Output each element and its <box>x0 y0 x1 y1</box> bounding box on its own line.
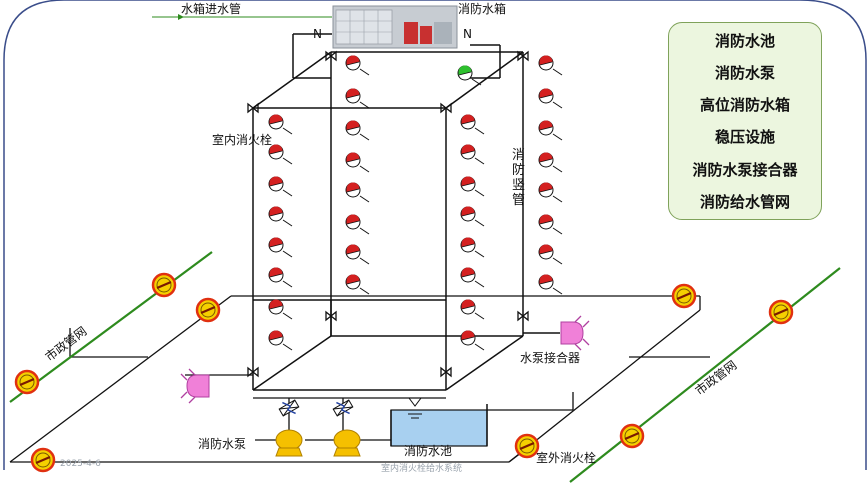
diagram-border <box>3 0 867 470</box>
legend-item: 消防给水管网 <box>699 193 790 211</box>
indoor-hydrant-icon <box>268 114 293 135</box>
indoor-hydrant-icon <box>268 176 293 197</box>
indoor-hydrant-icon <box>460 206 485 227</box>
indoor-hydrant-icon <box>538 120 563 141</box>
legend-item: 高位消防水箱 <box>699 96 790 114</box>
indoor-hydrant-icon <box>345 88 370 109</box>
gate-valve-icon <box>517 310 529 322</box>
indoor-hydrant-icon <box>457 65 482 86</box>
indoor-hydrant-icon <box>345 182 370 203</box>
indoor-hydrant-group <box>268 55 563 351</box>
indoor-hydrant-icon <box>460 176 485 197</box>
gate-valve-icon <box>440 102 452 114</box>
check-valves <box>278 399 354 417</box>
indoor-hydrant-label: 室内消火栓 <box>212 133 273 147</box>
tank-inlet-label: 水箱进水管 <box>181 2 242 16</box>
indoor-hydrant-icon <box>268 299 293 320</box>
outdoor-hydrant-icon <box>514 433 540 459</box>
gate-valve-icon <box>440 366 452 378</box>
indoor-hydrant-icon <box>538 88 563 109</box>
indoor-hydrant-icon <box>345 120 370 141</box>
pump-adapter-label: 水泵接合器 <box>520 351 581 365</box>
indoor-hydrant-icon <box>538 274 563 295</box>
outdoor-hydrant-icon <box>151 272 177 298</box>
fire-pump-label: 消防水泵 <box>198 437 247 451</box>
municipal-pipe-left <box>9 251 213 403</box>
gate-valve-icon <box>517 50 529 62</box>
fire-pool <box>390 397 488 447</box>
indoor-hydrant-icon <box>345 244 370 265</box>
outdoor-hydrant-icon <box>195 297 221 323</box>
indoor-hydrant-icon <box>345 214 370 235</box>
pump-adapter-icon <box>180 368 210 404</box>
building-pipe-frame <box>252 33 560 391</box>
legend-item: 稳压设施 <box>714 128 775 146</box>
indoor-hydrant-icon <box>460 144 485 165</box>
legend-box: 消防水池 消防水泵 高位消防水箱 稳压设施 消防水泵接合器 消防给水管网 <box>668 22 822 220</box>
indoor-hydrant-icon <box>538 182 563 203</box>
municipal-pipe-right <box>569 267 841 483</box>
gate-valve-icon <box>247 366 259 378</box>
indoor-hydrant-icon <box>345 152 370 173</box>
indoor-hydrant-icon <box>460 267 485 288</box>
check-valve-icon <box>278 399 300 417</box>
indoor-hydrant-icon <box>268 330 293 351</box>
outdoor-hydrant-group <box>14 272 794 473</box>
footer-caption: 室内消火栓给水系统 <box>381 464 463 474</box>
valve-n-label-left: N <box>313 27 322 41</box>
outdoor-hydrant-icon <box>30 447 56 473</box>
indoor-hydrant-icon <box>345 55 370 76</box>
gate-valve-icon <box>325 50 337 62</box>
indoor-hydrant-icon <box>538 244 563 265</box>
outdoor-hydrant-icon <box>768 299 794 325</box>
indoor-hydrant-icon <box>345 274 370 295</box>
legend-item: 消防水泵 <box>714 64 775 82</box>
valve-n-label-right: N <box>463 27 472 41</box>
fire-water-tank <box>332 5 458 49</box>
indoor-hydrant-icon <box>460 299 485 320</box>
fire-tank-label: 消防水箱 <box>458 2 507 16</box>
outdoor-hydrant-icon <box>14 369 40 395</box>
check-valve-icon <box>332 399 354 417</box>
fire-pump-icon <box>333 429 361 457</box>
gate-valve-icon <box>247 102 259 114</box>
outdoor-hydrant-icon <box>671 283 697 309</box>
indoor-hydrant-icon <box>268 267 293 288</box>
riser-label: 消防竖管 <box>512 148 526 208</box>
tank-inlet-arrow <box>178 14 184 20</box>
fire-pump-icon <box>275 429 303 457</box>
indoor-hydrant-icon <box>460 237 485 258</box>
indoor-hydrant-icon <box>268 237 293 258</box>
legend-item: 消防水泵接合器 <box>692 161 798 179</box>
indoor-hydrant-icon <box>268 206 293 227</box>
indoor-hydrant-icon <box>460 114 485 135</box>
footer-date: 2025-4-6 <box>60 459 101 469</box>
indoor-hydrant-icon <box>538 152 563 173</box>
legend-item: 消防水池 <box>714 32 775 50</box>
outdoor-hydrant-icon <box>619 423 645 449</box>
gate-valves <box>247 50 529 378</box>
indoor-hydrant-icon <box>268 144 293 165</box>
outdoor-hydrant-label: 室外消火栓 <box>536 451 597 465</box>
gate-valve-icon <box>325 310 337 322</box>
indoor-hydrant-icon <box>538 214 563 235</box>
indoor-hydrant-icon <box>538 55 563 76</box>
fire-pool-label: 消防水池 <box>404 444 453 458</box>
indoor-hydrant-icon <box>460 330 485 351</box>
pump-adapter-icon <box>560 315 590 351</box>
